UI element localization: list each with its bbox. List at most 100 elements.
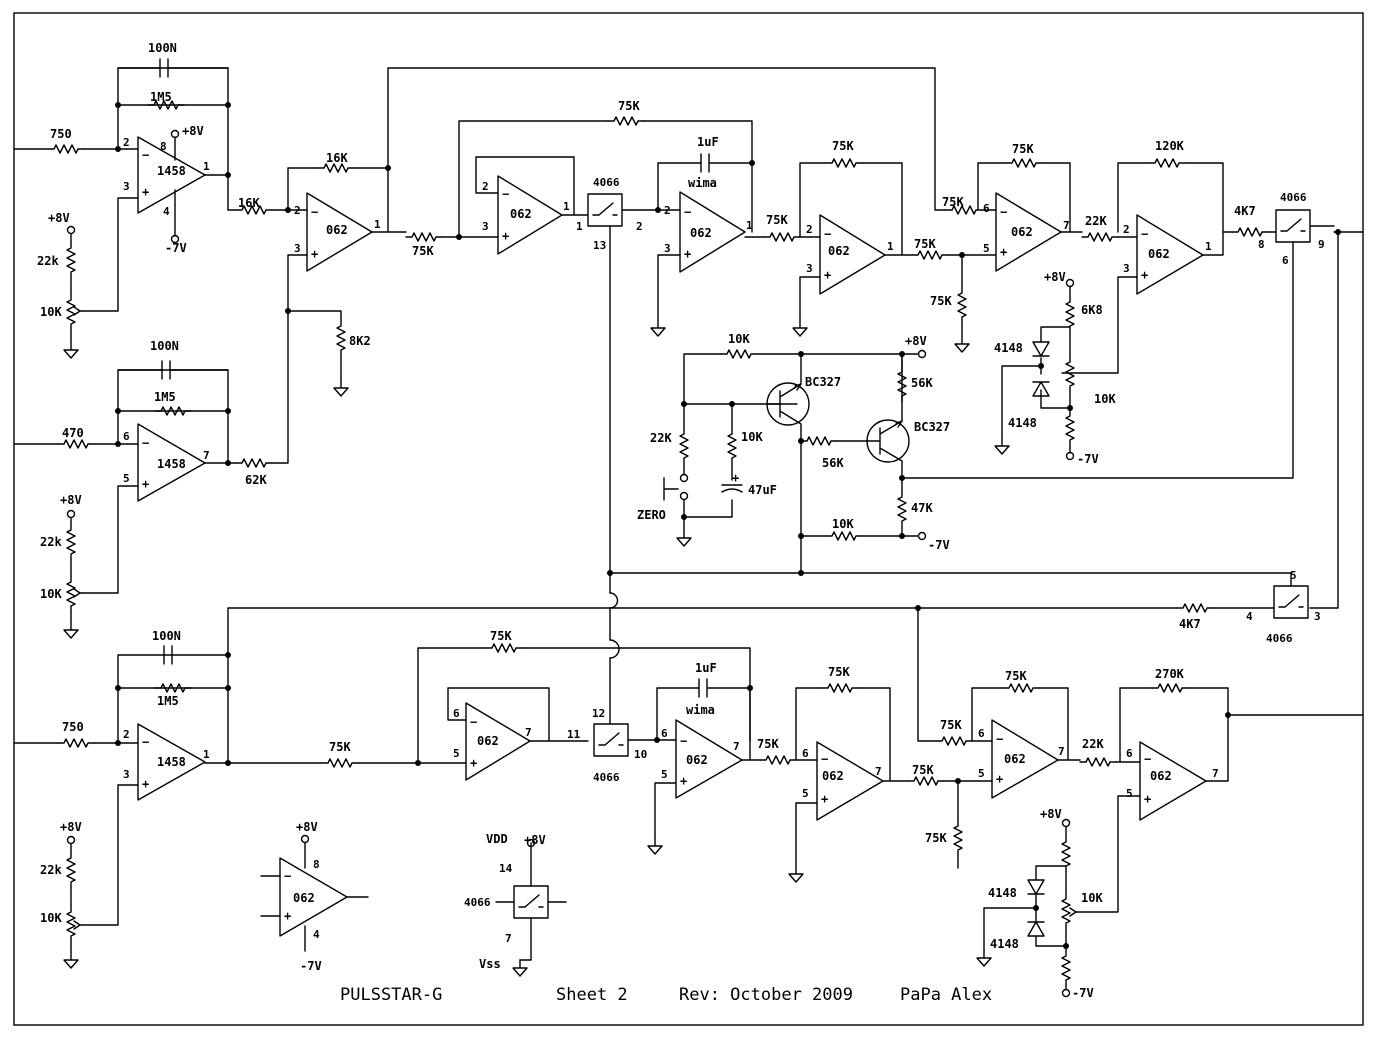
schematic-element <box>497 175 563 255</box>
schematic-element <box>13 654 467 926</box>
opamp-062-c: 062 − + <box>306 192 373 272</box>
pin-number: 3 <box>123 768 130 781</box>
schematic-element <box>655 207 661 213</box>
component-label: − <box>142 735 149 749</box>
schematic-element <box>825 531 863 541</box>
component-label: Vss <box>479 957 501 971</box>
schematic-element <box>115 102 121 108</box>
component-label: 10K <box>741 430 763 444</box>
component-label: 1uF <box>697 135 719 149</box>
part-label: 4066 <box>593 176 620 189</box>
component-label: 75K <box>490 629 512 643</box>
component-label: -7V <box>1077 452 1099 466</box>
component-label: 22k <box>40 863 62 877</box>
component-label: + <box>680 774 687 788</box>
component-label: 4148 <box>1008 416 1037 430</box>
part-label: 4066 <box>1266 632 1293 645</box>
schematic-element <box>66 575 76 613</box>
schematic-element <box>66 241 76 279</box>
pin-number: 5 <box>661 768 668 781</box>
opamp-1458-c: 1458 − + <box>137 723 206 801</box>
schematic-element <box>63 341 79 359</box>
schematic-element <box>57 439 95 449</box>
schematic-element <box>971 687 1081 761</box>
schematic-element <box>899 475 905 481</box>
schematic-element <box>66 851 76 889</box>
pin-number: 7 <box>875 765 882 778</box>
opamp-062-r: 062 − + <box>1139 741 1207 821</box>
component-label: +8V <box>905 334 927 348</box>
schematic-element <box>225 652 231 658</box>
pin-number: 5 <box>1126 787 1133 800</box>
component-label: 10K <box>832 517 854 531</box>
schematic-element <box>225 408 231 414</box>
schematic-element <box>763 232 801 242</box>
component-label: 16K <box>326 151 348 165</box>
schematic-element <box>415 760 421 766</box>
component-label: − <box>311 205 318 219</box>
schematic-element <box>1069 907 1077 917</box>
pin-number: 3 <box>1314 610 1321 623</box>
pin-number: 6 <box>1126 747 1133 760</box>
component-label: 75K <box>832 139 854 153</box>
schematic-element <box>1231 227 1269 237</box>
pin-number: 3 <box>1123 262 1130 275</box>
schematic-element <box>800 436 838 446</box>
schematic-element <box>66 835 76 845</box>
schematic-element <box>66 225 76 235</box>
schematic-element <box>994 437 1010 455</box>
component-label: − <box>996 732 1003 746</box>
schematic-element <box>821 683 859 693</box>
schematic-element <box>154 406 192 416</box>
schematic-element <box>899 533 905 539</box>
part-label: 062 <box>1004 752 1026 766</box>
component-label: 75K <box>912 763 934 777</box>
component-label: +8V <box>296 820 318 834</box>
schematic-element <box>959 252 965 258</box>
component-label: − <box>684 205 691 219</box>
component-label: 75K <box>942 195 964 209</box>
schematic-element <box>73 588 81 598</box>
reference-opamp-062: 062 − + +8V 8 4 -7V <box>260 820 369 973</box>
schematic-element <box>47 144 85 154</box>
schematic-element <box>115 408 121 414</box>
component-label: − <box>1000 205 1007 219</box>
pin-number: 7 <box>1063 219 1070 232</box>
pin-number: 11 <box>567 728 581 741</box>
pin-number: 1 <box>746 219 753 232</box>
schematic-element <box>995 192 1062 272</box>
component-label: + <box>684 247 691 261</box>
component-label: +8V <box>182 124 204 138</box>
component-label: 270K <box>1155 667 1185 681</box>
pin-number: 5 <box>978 767 985 780</box>
pin-number: 2 <box>806 223 813 236</box>
pin-number: 13 <box>593 239 606 252</box>
schematic-element <box>977 162 1083 233</box>
component-label: + <box>142 777 149 791</box>
component-label: 10K <box>1081 891 1103 905</box>
schematic-element <box>225 760 231 766</box>
schematic-element <box>1075 687 1364 913</box>
schematic-element <box>57 738 95 748</box>
opamp-062-d: 062 − + <box>497 175 563 255</box>
schematic-element <box>836 353 903 537</box>
schematic-element <box>447 687 589 742</box>
component-label: 100N <box>150 339 179 353</box>
schematic-element <box>657 153 753 321</box>
schematic-element <box>647 837 663 855</box>
schematic-element <box>795 687 909 867</box>
schematic-element <box>675 719 743 799</box>
schematic-element <box>1032 341 1050 397</box>
schematic-element <box>137 423 206 502</box>
schematic-element <box>917 349 927 359</box>
component-label: 22K <box>650 431 672 445</box>
schematic-element <box>485 643 523 653</box>
schematic-element <box>749 160 755 166</box>
pin-number: 7 <box>1212 767 1219 780</box>
pin-number: 12 <box>592 707 605 720</box>
component-label: 75K <box>412 244 434 258</box>
schematic-element <box>935 736 973 746</box>
component-label: + <box>1144 792 1151 806</box>
schematic-element <box>1027 879 1045 937</box>
pin-number: 1 <box>203 748 210 761</box>
